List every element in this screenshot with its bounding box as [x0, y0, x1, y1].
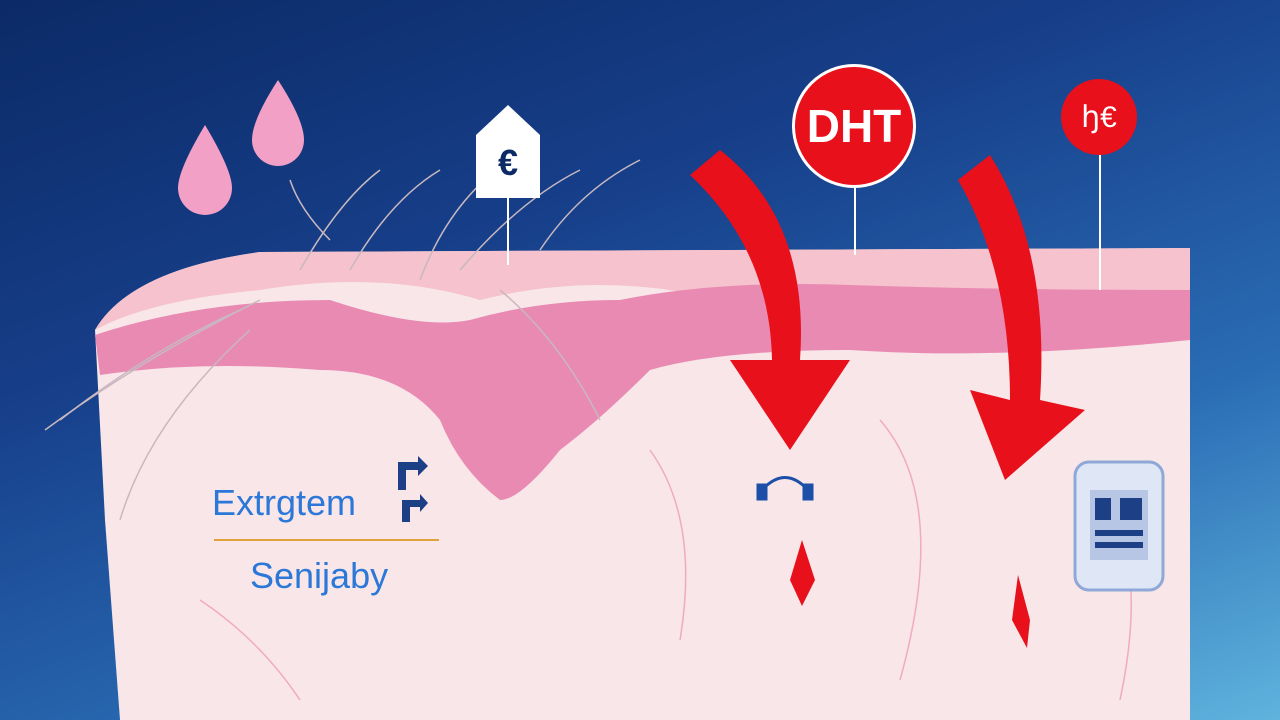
redirect-arrow-icon — [398, 456, 428, 522]
small-arrow-icon — [790, 540, 815, 606]
small-arrow-icon — [1012, 575, 1030, 648]
droplet-icon — [178, 125, 232, 215]
tag-shape — [476, 105, 540, 198]
droplet-icon — [252, 80, 304, 166]
skin-surface-layer — [95, 248, 1190, 330]
arrow-icon — [958, 155, 1085, 480]
euro-tag: € — [497, 142, 519, 183]
dht-badge: DHT — [792, 64, 916, 188]
xe-badge: ꜧ€ — [1061, 79, 1137, 155]
arrow-icon — [690, 150, 850, 450]
device-icon — [1073, 460, 1165, 592]
label-top: Extrgtem — [212, 482, 357, 523]
label-divider — [214, 539, 439, 541]
label-bottom: Senijaby — [250, 555, 389, 596]
epidermis-layer — [95, 284, 1190, 500]
headphones-icon — [756, 476, 814, 501]
red-arrows — [690, 150, 1085, 648]
hair-strands — [44, 159, 641, 521]
